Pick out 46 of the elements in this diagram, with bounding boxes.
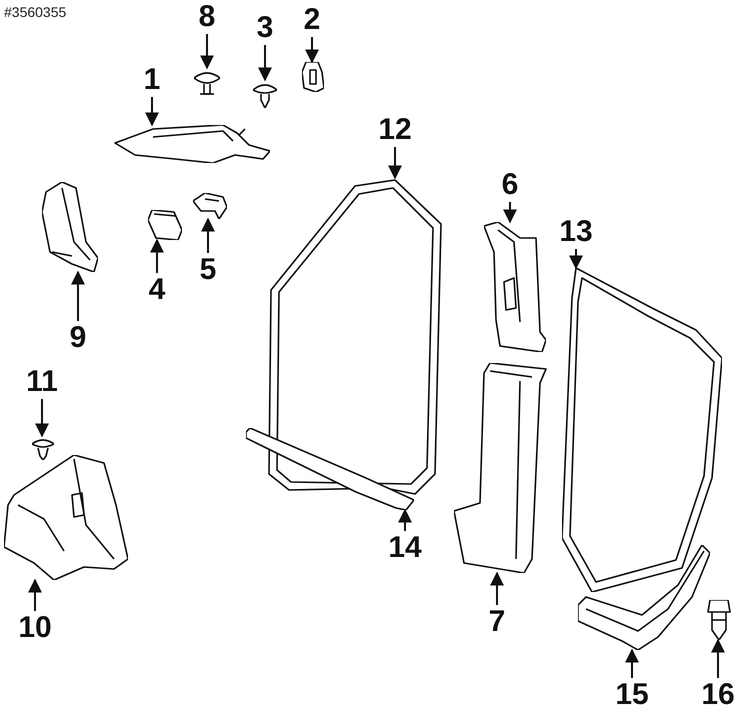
- callout-number: 4: [135, 273, 179, 307]
- callout-number: 10: [13, 611, 57, 645]
- clip-fastener-drawing: [706, 600, 732, 640]
- callout-number: 5: [186, 253, 230, 287]
- push-pin-drawing: [32, 436, 54, 460]
- trim-panel-drawing: [113, 125, 270, 163]
- leader-arrow: [569, 249, 583, 270]
- bracket-trim-drawing: [42, 182, 98, 272]
- leader-arrow: [258, 45, 272, 82]
- door-seal-drawing: [562, 268, 722, 592]
- pillar-trim-drawing: [454, 363, 548, 573]
- leader-arrow: [490, 572, 504, 605]
- kick-panel-drawing: [4, 455, 128, 580]
- clip-drawing: [302, 62, 324, 92]
- callout-number: 3: [243, 11, 287, 45]
- leader-arrow: [28, 578, 42, 611]
- callout-number: 14: [383, 531, 427, 565]
- leader-arrow: [398, 508, 412, 531]
- leader-arrow: [71, 270, 85, 321]
- leader-arrow: [711, 638, 725, 678]
- callout-number: 2: [290, 3, 334, 37]
- clip-drawing: [193, 193, 227, 219]
- leader-arrow: [305, 37, 319, 64]
- callout-number: 6: [488, 168, 532, 202]
- callout-number: 15: [610, 678, 654, 712]
- sill-strip-drawing: [578, 545, 710, 650]
- pillar-trim-drawing: [484, 222, 546, 352]
- callout-number: 16: [696, 678, 739, 712]
- leader-arrow: [35, 399, 49, 438]
- callout-number: 8: [185, 0, 229, 34]
- leader-arrow: [625, 648, 639, 678]
- callout-number: 12: [373, 113, 417, 147]
- clip-drawing: [148, 210, 182, 240]
- leader-arrow: [145, 97, 159, 126]
- leader-arrow: [150, 238, 164, 273]
- catalog-number: #3560355: [4, 4, 66, 20]
- callout-number: 9: [56, 321, 100, 355]
- sill-strip-drawing: [246, 428, 414, 510]
- callout-number: 11: [20, 365, 64, 399]
- callout-number: 1: [130, 63, 174, 97]
- leader-arrow: [201, 218, 215, 253]
- callout-number: 7: [475, 605, 519, 639]
- leader-arrow: [503, 202, 517, 224]
- callout-number: 13: [554, 215, 598, 249]
- leader-arrow: [200, 34, 214, 70]
- leader-arrow: [388, 147, 402, 180]
